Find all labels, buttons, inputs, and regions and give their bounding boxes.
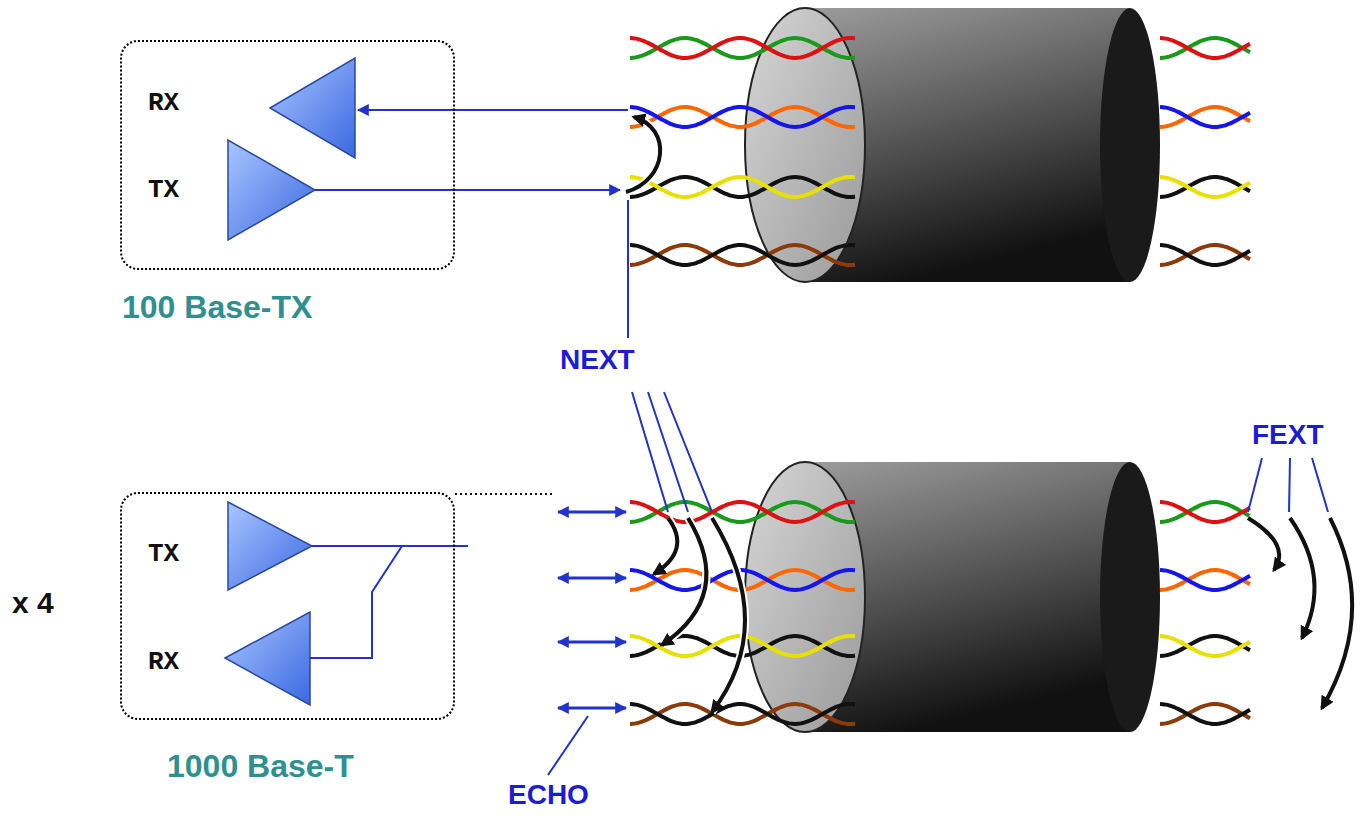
wire: [630, 177, 855, 197]
rx-amplifier: [270, 58, 355, 158]
port-name: RX: [148, 89, 179, 118]
wire: [630, 245, 855, 265]
wire: [1160, 704, 1250, 724]
next-arrow: [626, 117, 660, 192]
port-name: TX: [148, 540, 179, 569]
wire: [630, 107, 855, 127]
multiplier-label: x 4: [12, 586, 54, 619]
crosstalk-label: NEXT: [560, 345, 635, 376]
wire: [1160, 245, 1250, 265]
callout-line: [455, 493, 555, 495]
leader-line: [627, 200, 629, 338]
wire: [630, 704, 855, 724]
next-halo: [712, 518, 745, 712]
leader-line: [664, 392, 712, 512]
wire: [1160, 177, 1250, 197]
port-name: TX: [148, 176, 179, 205]
fext-halo: [1248, 518, 1279, 570]
hybrid-wire: [312, 545, 468, 547]
standard-name: 1000 Base-T: [167, 749, 354, 784]
leader-line: [648, 392, 688, 512]
wire: [1160, 502, 1250, 522]
port-name: RX: [148, 648, 179, 677]
wire: [630, 502, 855, 522]
cable-end: [1100, 8, 1160, 282]
wires-left: [630, 502, 855, 724]
transceiver-box: TXRX1000 Base-T: [120, 492, 455, 720]
tx-wire: [315, 189, 620, 191]
echo-label: ECHO: [508, 780, 589, 811]
cable-bottom: [630, 462, 1250, 732]
wire: [630, 38, 855, 58]
rx-amplifier: [225, 612, 310, 705]
wire: [630, 177, 855, 197]
standard-name: 100 Base-TX: [122, 290, 312, 325]
wire: [630, 107, 855, 127]
rx-wire: [358, 109, 628, 111]
leader-line: [1312, 458, 1328, 512]
wire: [1160, 704, 1250, 724]
cable-end: [1100, 462, 1160, 732]
leader-line: [632, 392, 668, 512]
transceiver-box: RXTX100 Base-TX: [120, 40, 455, 270]
wires-right: [1160, 502, 1250, 724]
wire: [1160, 107, 1250, 127]
fext-arrows: [1248, 518, 1352, 708]
wire: [1160, 636, 1250, 656]
leader-line: [1289, 458, 1290, 512]
wire: [630, 245, 855, 265]
next-arrow: [662, 518, 706, 645]
wire: [1160, 177, 1250, 197]
echo-arrow: [558, 511, 626, 514]
wire: [1160, 245, 1250, 265]
tx-amplifier: [228, 502, 312, 590]
wire: [630, 502, 855, 522]
next-arrow: [712, 518, 745, 712]
cable-top: [630, 8, 1250, 282]
next-arrow: [654, 518, 677, 574]
wire: [630, 704, 855, 724]
next-halo: [626, 117, 660, 192]
leader-line: [548, 716, 588, 775]
fext-halo: [1322, 518, 1352, 708]
echo-arrow: [558, 577, 626, 580]
wire: [1160, 502, 1250, 522]
next-halo: [662, 518, 706, 645]
wire: [1160, 38, 1250, 58]
hybrid-wire: [310, 546, 402, 658]
crosstalk-label: FEXT: [1252, 420, 1324, 451]
wire: [1160, 38, 1250, 58]
fext-arrow: [1248, 518, 1279, 570]
leader-line: [1248, 458, 1262, 512]
echo-arrow: [558, 707, 626, 710]
next-arrows: [654, 518, 745, 712]
wire: [630, 38, 855, 58]
tx-amplifier: [228, 140, 315, 240]
wire: [1160, 636, 1250, 656]
echo-arrow: [558, 641, 626, 644]
fext-halo: [1290, 518, 1315, 638]
wire: [1160, 570, 1250, 590]
fext-arrow: [1322, 518, 1352, 708]
next-halo: [654, 518, 677, 574]
wires-right: [1160, 38, 1250, 265]
fext-arrow: [1290, 518, 1315, 638]
wire: [1160, 570, 1250, 590]
wire: [1160, 107, 1250, 127]
